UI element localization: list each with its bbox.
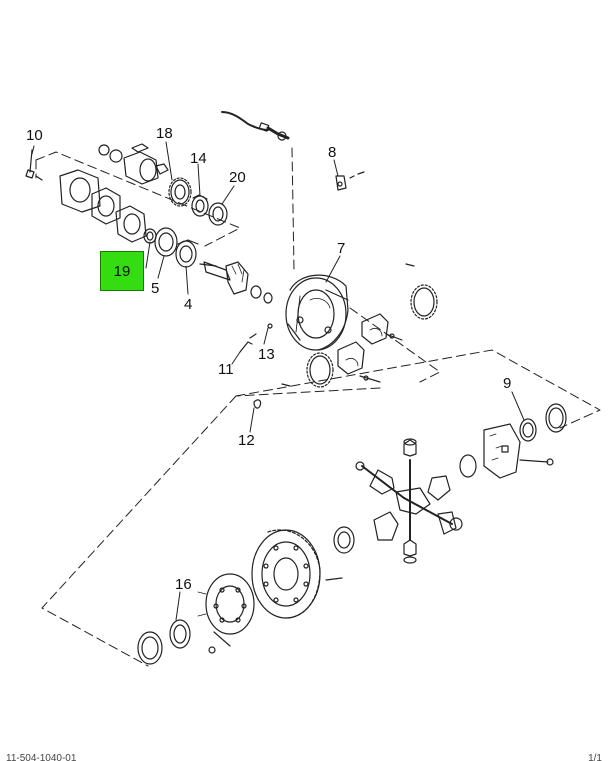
part-5-cup <box>154 227 178 257</box>
shim-plates <box>59 169 147 243</box>
callout-5[interactable]: 5 <box>151 280 160 297</box>
callout-20[interactable]: 20 <box>229 169 246 186</box>
differential-case-left <box>197 573 255 654</box>
adjuster-rings <box>281 263 438 388</box>
callout-9[interactable]: 9 <box>503 375 512 392</box>
part-4-bearing <box>175 239 199 268</box>
callout-18[interactable]: 18 <box>156 125 173 142</box>
page-indicator: 1/1 <box>588 753 602 761</box>
callout-11[interactable]: 11 <box>218 361 234 378</box>
part-20-ring <box>208 202 228 226</box>
thrust-washer <box>333 526 355 554</box>
part-14-bearing <box>191 194 209 217</box>
part-9-bearing-cup <box>519 403 567 442</box>
callout-7[interactable]: 7 <box>337 240 346 257</box>
callout-16[interactable]: 16 <box>175 576 192 593</box>
part-16-bearing <box>137 619 191 665</box>
bearing-caps <box>337 313 403 383</box>
pinion-gear <box>199 261 273 304</box>
small-hardware <box>239 323 273 409</box>
part-7-carrier-housing <box>285 274 349 351</box>
callout-19-highlighted[interactable]: 19 <box>100 251 144 291</box>
pinion-yoke <box>98 143 169 185</box>
spider-gear-assembly <box>355 438 463 564</box>
callout-13[interactable]: 13 <box>258 346 275 363</box>
callout-leader-lines <box>31 141 525 621</box>
callout-14[interactable]: 14 <box>190 150 207 167</box>
ring-gear <box>251 529 343 619</box>
callout-4[interactable]: 4 <box>184 296 193 313</box>
part-10-screw <box>25 149 43 181</box>
callout-10[interactable]: 10 <box>26 127 43 144</box>
drawing-number: 11-504-1040-01 <box>6 753 77 761</box>
part-8-clip <box>335 171 365 191</box>
callout-12[interactable]: 12 <box>238 432 255 449</box>
part-18-seal <box>168 177 192 207</box>
speed-sensor-cable <box>221 111 290 141</box>
callout-8[interactable]: 8 <box>328 144 337 161</box>
dashed-group-outlines <box>35 147 601 667</box>
differential-case-right <box>459 423 554 479</box>
